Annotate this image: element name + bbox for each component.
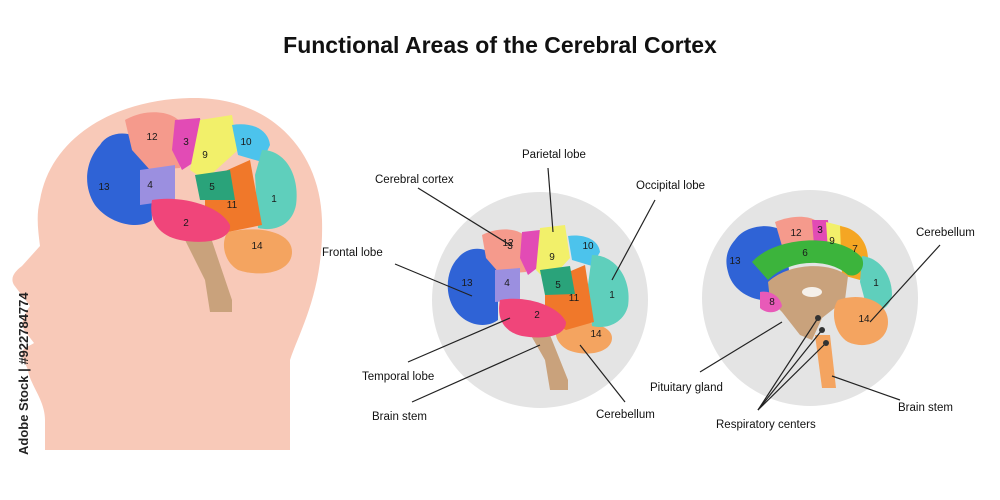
region-1-mid xyxy=(588,255,629,328)
leader-lines-mid xyxy=(394,167,656,403)
label-cerebellum-right: Cerebellum xyxy=(916,227,975,239)
region-14-left xyxy=(223,229,292,274)
label-cerebellum-mid: Cerebellum xyxy=(596,409,655,421)
region-2-left xyxy=(151,198,231,242)
region-label-6: 6 xyxy=(802,248,808,259)
region-label-1: 1 xyxy=(873,278,879,289)
region-label-14: 14 xyxy=(251,241,263,252)
region-label-7: 7 xyxy=(852,244,858,255)
region-14-mid xyxy=(555,322,612,354)
region-9-mid xyxy=(536,225,570,282)
region-label-5: 5 xyxy=(209,182,215,193)
region-label-11: 11 xyxy=(569,293,580,304)
label-temporal-lobe: Temporal lobe xyxy=(362,371,434,383)
region-14-right xyxy=(833,296,888,346)
label-pituitary-gland: Pituitary gland xyxy=(650,382,723,394)
region-label-2: 2 xyxy=(183,218,189,229)
region-4-mid xyxy=(495,268,520,302)
region-4-left xyxy=(140,165,175,205)
region-label-12: 12 xyxy=(790,228,802,239)
region-label-4: 4 xyxy=(504,278,510,289)
region-3-right xyxy=(812,220,830,245)
region-6-right xyxy=(752,240,864,280)
region-label-13: 13 xyxy=(461,278,473,289)
label-parietal-lobe: Parietal lobe xyxy=(522,149,586,161)
region-13-left xyxy=(87,133,152,225)
leader-lines-right xyxy=(699,244,941,411)
lateral-brain: 1 2 3 4 5 9 10 11 12 13 14 Parietal lobe… xyxy=(322,149,705,423)
region-label-5: 5 xyxy=(555,280,561,291)
region-label-2: 2 xyxy=(534,310,540,321)
sagittal-brain: 1 3 6 7 8 9 12 13 14 Cerebellum Pituitar… xyxy=(650,190,975,431)
region-label-9: 9 xyxy=(202,150,208,161)
region-label-14: 14 xyxy=(590,329,602,340)
head-illustration: 1 2 3 4 5 9 10 11 12 13 14 xyxy=(12,97,323,450)
region-label-10: 10 xyxy=(240,137,252,148)
region-2-mid xyxy=(499,298,566,338)
brain-stem-left xyxy=(180,230,232,312)
region-label-8: 8 xyxy=(769,297,775,308)
region-label-13: 13 xyxy=(98,182,110,193)
label-frontal-lobe: Frontal lobe xyxy=(322,247,383,259)
region-label-4: 4 xyxy=(147,180,153,191)
region-1-right xyxy=(860,256,892,313)
region-label-13: 13 xyxy=(729,256,741,267)
inner-brain-tan xyxy=(768,266,848,340)
region-10-left xyxy=(232,124,270,162)
region-8-right xyxy=(760,291,782,313)
label-occipital-lobe: Occipital lobe xyxy=(636,180,705,192)
region-label-10: 10 xyxy=(582,241,594,252)
region-label-1: 1 xyxy=(609,290,615,301)
region-5-mid xyxy=(540,266,575,295)
label-brain-stem-mid: Brain stem xyxy=(372,411,427,423)
respiratory-dots xyxy=(815,315,829,346)
watermark-id: Adobe Stock | #922784774 xyxy=(16,292,31,455)
region-12-mid xyxy=(482,229,528,274)
region-label-11: 11 xyxy=(227,200,238,211)
region-label-12: 12 xyxy=(146,132,158,143)
label-cerebral-cortex: Cerebral cortex xyxy=(375,174,454,186)
region-13-mid xyxy=(447,248,498,325)
corpus-callosum-white xyxy=(802,287,822,297)
region-1-left xyxy=(255,150,297,230)
label-brain-stem-right: Brain stem xyxy=(898,402,953,414)
region-label-14: 14 xyxy=(858,314,870,325)
page-title: Functional Areas of the Cerebral Cortex xyxy=(283,32,717,58)
region-5-left xyxy=(195,170,235,200)
brain-stem-mid xyxy=(525,325,568,390)
label-respiratory-centers: Respiratory centers xyxy=(716,419,816,431)
region-label-3: 3 xyxy=(183,137,189,148)
region-12-left xyxy=(125,112,182,170)
region-12-right xyxy=(775,216,815,246)
region-label-3: 3 xyxy=(817,225,823,236)
region-label-3: 3 xyxy=(507,241,513,252)
region-9-left xyxy=(190,115,238,180)
region-label-9: 9 xyxy=(549,252,555,263)
region-label-9: 9 xyxy=(829,236,835,247)
region-label-1: 1 xyxy=(271,194,277,205)
